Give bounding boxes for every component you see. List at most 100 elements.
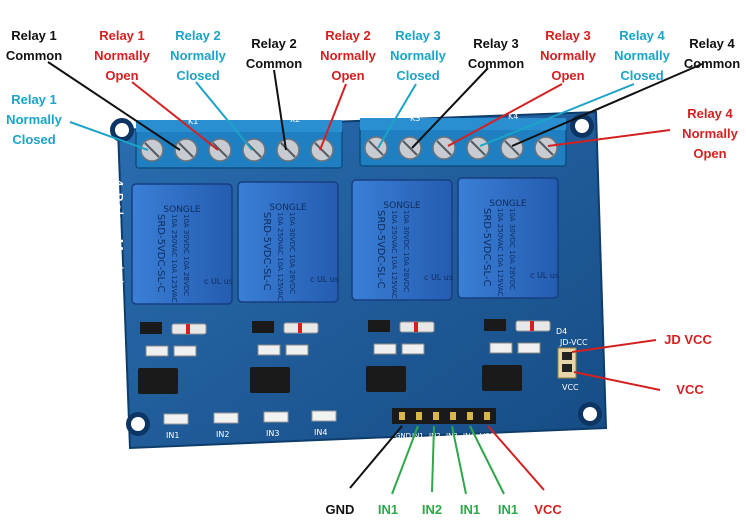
label-line: IN1	[459, 502, 481, 517]
label-line: IN1	[497, 502, 519, 517]
label-line: Relay 3	[545, 28, 591, 43]
led-label: IN4	[314, 428, 327, 437]
label-line: Open	[693, 146, 727, 161]
pin-header	[392, 408, 496, 424]
header-pin-label: IN4	[463, 432, 475, 440]
relay-cert: c UL us	[530, 271, 559, 280]
header-pin-label: IN1	[412, 432, 424, 440]
header-pin	[416, 412, 422, 420]
header-pin-label: GND	[395, 432, 411, 440]
relay-model: SRD-5VDC-SL-C	[155, 214, 166, 292]
label-line: JD VCC	[664, 332, 712, 347]
input-led-2: IN2	[213, 412, 239, 439]
label-line: Closed	[176, 68, 220, 83]
k2-label: K2	[290, 115, 300, 124]
header-pin	[450, 412, 456, 420]
line-r4-no	[547, 129, 671, 147]
led-label: IN2	[216, 430, 229, 439]
label-line: Open	[551, 68, 585, 83]
vcc-board-label: VCC	[562, 383, 579, 392]
relay-rating-dc: 10A 30VDC 10A 28VDC	[508, 208, 516, 290]
header-pin-label: IN2	[429, 432, 441, 440]
line-in2	[431, 425, 435, 493]
header-pin	[484, 412, 490, 420]
label-line: IN2	[421, 502, 443, 517]
input-led-1: IN1	[163, 413, 189, 440]
terminal-screw	[174, 138, 198, 162]
line-jdvcc	[571, 339, 657, 353]
terminal-screw	[208, 138, 232, 162]
label-line: Normally	[614, 48, 670, 63]
line-r3-no	[447, 83, 563, 147]
label-line: Normally	[320, 48, 376, 63]
label-line: Relay 1	[99, 28, 145, 43]
line-r4-common	[511, 63, 703, 147]
module-title: 4 Relay Module	[108, 178, 126, 293]
relay-model: SRD-5VDC-SL-C	[375, 210, 386, 288]
line-gnd	[349, 425, 403, 489]
label-line: Normally	[390, 48, 446, 63]
k3-label: K3	[410, 114, 420, 123]
label-in1-b: IN1	[460, 500, 480, 520]
label-line: Relay 3	[395, 28, 441, 43]
header-pin	[399, 412, 405, 420]
label-vcc-bottom: VCC	[534, 500, 561, 520]
label-in1-c: IN1	[498, 500, 518, 520]
terminal-screw	[500, 136, 524, 160]
line-r2-no	[319, 83, 347, 151]
label-line: Common	[683, 56, 741, 71]
relay-brand: SONGLE	[269, 203, 307, 213]
relay-model: SRD-5VDC-SL-C	[261, 212, 272, 290]
header-pin-label: IN3	[446, 432, 458, 440]
label-line: Relay 2	[175, 28, 221, 43]
driver-components	[138, 319, 551, 394]
label-line: Relay 1	[11, 92, 57, 107]
terminal-screw	[276, 138, 300, 162]
relay-brand: SONGLE	[489, 199, 527, 209]
line-vcc-right	[573, 371, 661, 391]
label-line: Relay 4	[619, 28, 665, 43]
input-led-4: IN4	[311, 410, 337, 437]
relay-brand: SONGLE	[383, 201, 421, 211]
label-line: Closed	[396, 68, 440, 83]
label-line: VCC	[676, 382, 704, 397]
relay-cert: c UL us	[204, 277, 233, 286]
relay-rating-ac: 10A 250VAC 10A 125VAC	[170, 214, 178, 303]
label-line: Relay 1	[11, 28, 57, 43]
terminal-screw	[534, 136, 558, 160]
line-r1-nc	[69, 121, 149, 151]
led-label: IN1	[166, 431, 179, 440]
label-line: Normally	[540, 48, 596, 63]
label-line: Relay 4	[687, 106, 733, 121]
jd-vcc-jumper	[557, 347, 577, 379]
label-line: Closed	[12, 132, 56, 147]
annotation-lines	[47, 61, 703, 495]
relay-rating-ac: 10A 250VAC 10A 125VAC	[276, 212, 284, 301]
label-in1-a: IN1	[378, 500, 398, 520]
k4-label: K4	[508, 112, 518, 121]
line-in1-a	[391, 425, 419, 495]
label-gnd: GND	[326, 500, 355, 520]
line-r3-nc	[377, 83, 417, 149]
label-line: IN1	[377, 502, 399, 517]
line-r2-nc	[195, 81, 253, 151]
line-r1-common	[47, 61, 181, 151]
driver-channel-2	[250, 321, 319, 393]
relay-cert: c UL us	[310, 275, 339, 284]
label-in2: IN2	[422, 500, 442, 520]
label-line: Normally	[94, 48, 150, 63]
driver-channel-1	[138, 322, 207, 394]
